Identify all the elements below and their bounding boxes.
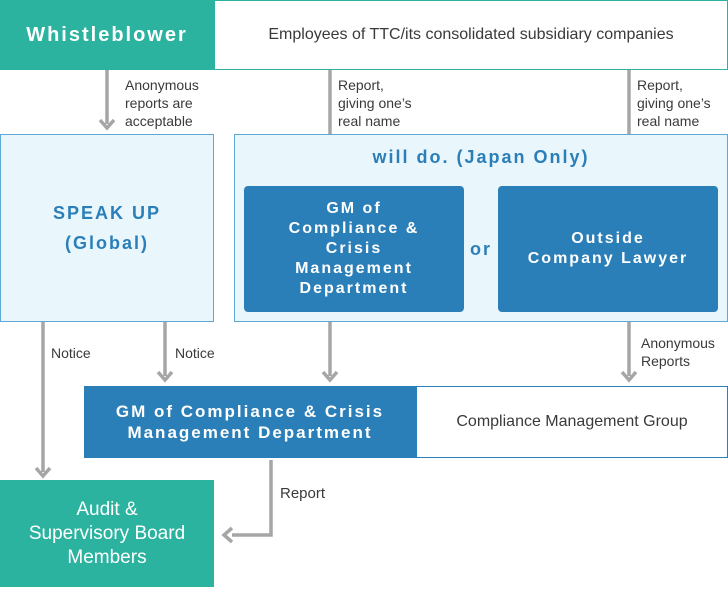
notice-label-left: Notice — [51, 345, 91, 361]
whistleblower-label: Whistleblower — [26, 23, 188, 46]
speak-up-title: SPEAK UP — [52, 203, 162, 223]
or-label: or — [470, 239, 492, 259]
arrowhead — [156, 370, 174, 383]
audit-board-box: Audit & Supervisory Board Members — [0, 480, 214, 587]
whistleblower-description-box: Employees of TTC/its consolidated subsid… — [214, 0, 728, 70]
arrowhead — [34, 466, 52, 479]
whistleblower-description: Employees of TTC/its consolidated subsid… — [268, 26, 674, 43]
gm-compliance-box-japan: GM of Compliance & Crisis Management Dep… — [244, 186, 464, 312]
arrowhead — [620, 370, 638, 383]
gm-compliance-bottom-label: GM of Compliance & Crisis Management Dep… — [115, 402, 385, 442]
outside-lawyer-label: Outside Company Lawyer — [527, 230, 689, 267]
gm-compliance-box-bottom: GM of Compliance & Crisis Management Dep… — [84, 386, 416, 458]
anonymous-acceptable-note: Anonymous reports are acceptable — [125, 77, 199, 129]
audit-board-label: Audit & Supervisory Board Members — [28, 498, 186, 568]
outside-lawyer-box: Outside Company Lawyer — [498, 186, 718, 312]
gm-compliance-box-japan-label: GM of Compliance & Crisis Management Dep… — [288, 200, 420, 297]
japan-panel-title: will do. (Japan Only) — [372, 147, 590, 167]
speak-up-box: SPEAK UP (Global) — [0, 134, 214, 322]
speak-up-scope: (Global) — [65, 233, 149, 253]
arrowhead — [98, 118, 116, 131]
notice-label-right: Notice — [175, 345, 215, 361]
real-name-note-right: Report, giving one’s real name — [637, 77, 711, 129]
compliance-group-label: Compliance Management Group — [456, 413, 688, 430]
anonymous-reports-label: Anonymous Reports — [641, 335, 715, 369]
whistleblower-box: Whistleblower — [0, 0, 214, 70]
report-label: Report — [280, 485, 326, 502]
arrowhead — [321, 370, 339, 383]
real-name-note-left: Report, giving one’s real name — [338, 77, 412, 129]
compliance-group-box: Compliance Management Group — [416, 386, 728, 458]
arrowhead — [221, 526, 234, 544]
